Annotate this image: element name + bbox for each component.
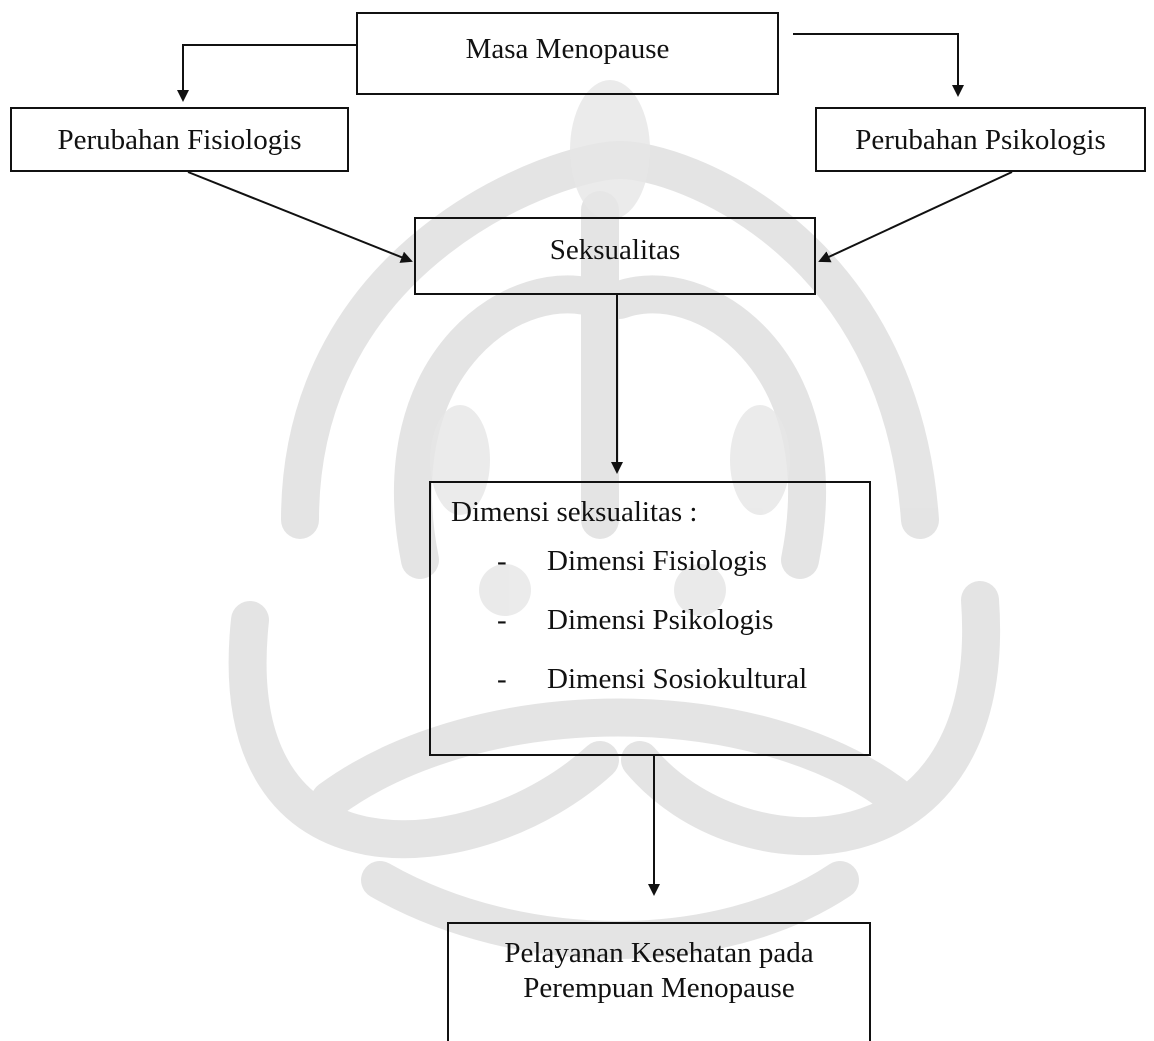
dimensi-item-label: Dimensi Psikologis [547, 603, 774, 636]
node-dimensi-seksualitas: Dimensi seksualitas : - Dimensi Fisiolog… [429, 481, 871, 756]
node-perubahan-fisiologis-label: Perubahan Fisiologis [57, 124, 302, 156]
node-seksualitas-label: Seksualitas [549, 234, 681, 266]
dimensi-item-psikologis: - Dimensi Psikologis [451, 603, 869, 662]
pelayanan-line-1: Pelayanan Kesehatan pada [504, 937, 814, 969]
connector-masa-to-psikologis [793, 33, 964, 97]
node-perubahan-psikologis: Perubahan Psikologis [815, 107, 1146, 172]
pelayanan-line-2: Perempuan Menopause [523, 971, 795, 1004]
connector-psikologis-to-seksualitas [818, 171, 1013, 263]
connector-masa-to-fisiologis [177, 44, 356, 102]
dimensi-item-label: Dimensi Fisiologis [547, 544, 767, 577]
dimensi-item-fisiologis: - Dimensi Fisiologis [451, 544, 869, 603]
pelayanan-text: Pelayanan Kesehatan pada Perempuan Menop… [504, 936, 813, 1006]
dimensi-item-sosiokultural: - Dimensi Sosiokultural [451, 662, 869, 721]
dimensi-bullet: - [497, 603, 507, 636]
dimensi-heading: Dimensi seksualitas : [451, 496, 698, 528]
dimensi-bullet: - [497, 544, 507, 577]
node-perubahan-psikologis-label: Perubahan Psikologis [855, 124, 1106, 156]
dimensi-bullet: - [497, 662, 507, 695]
node-pelayanan-kesehatan: Pelayanan Kesehatan pada Perempuan Menop… [447, 922, 871, 1041]
dimensi-item-label: Dimensi Sosiokultural [547, 662, 808, 695]
node-masa-menopause: Masa Menopause [356, 12, 779, 95]
dimensi-list: - Dimensi Fisiologis - Dimensi Psikologi… [451, 544, 869, 721]
node-perubahan-fisiologis: Perubahan Fisiologis [10, 107, 349, 172]
node-seksualitas: Seksualitas [414, 217, 816, 295]
connector-fisiologis-to-seksualitas [187, 171, 413, 263]
node-masa-menopause-label: Masa Menopause [465, 33, 670, 65]
